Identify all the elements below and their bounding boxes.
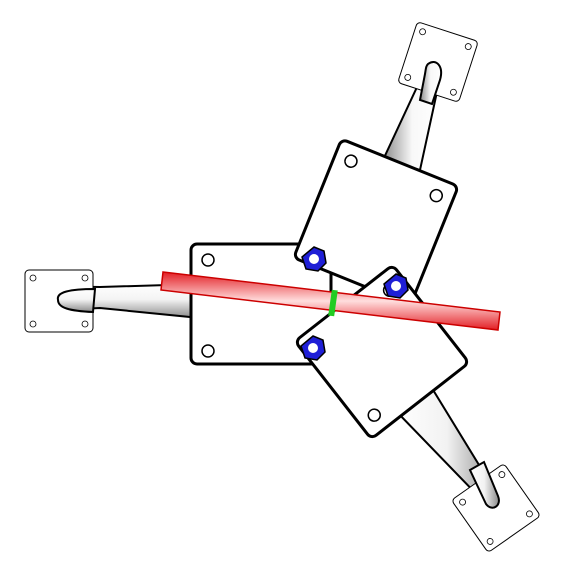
mount-pad-bottom	[452, 464, 540, 552]
mount-pad-left	[24, 269, 97, 333]
mount-pad-top	[398, 22, 478, 102]
bolt-lower-left	[300, 335, 326, 361]
bolt-upper-left	[301, 246, 327, 272]
center-plate-upper	[293, 139, 459, 305]
green-marker	[328, 289, 338, 317]
arm-top-tip	[418, 61, 442, 106]
center-plate-left	[189, 242, 333, 366]
bolt-right	[383, 273, 409, 299]
arm-bottom-tip	[468, 460, 500, 509]
